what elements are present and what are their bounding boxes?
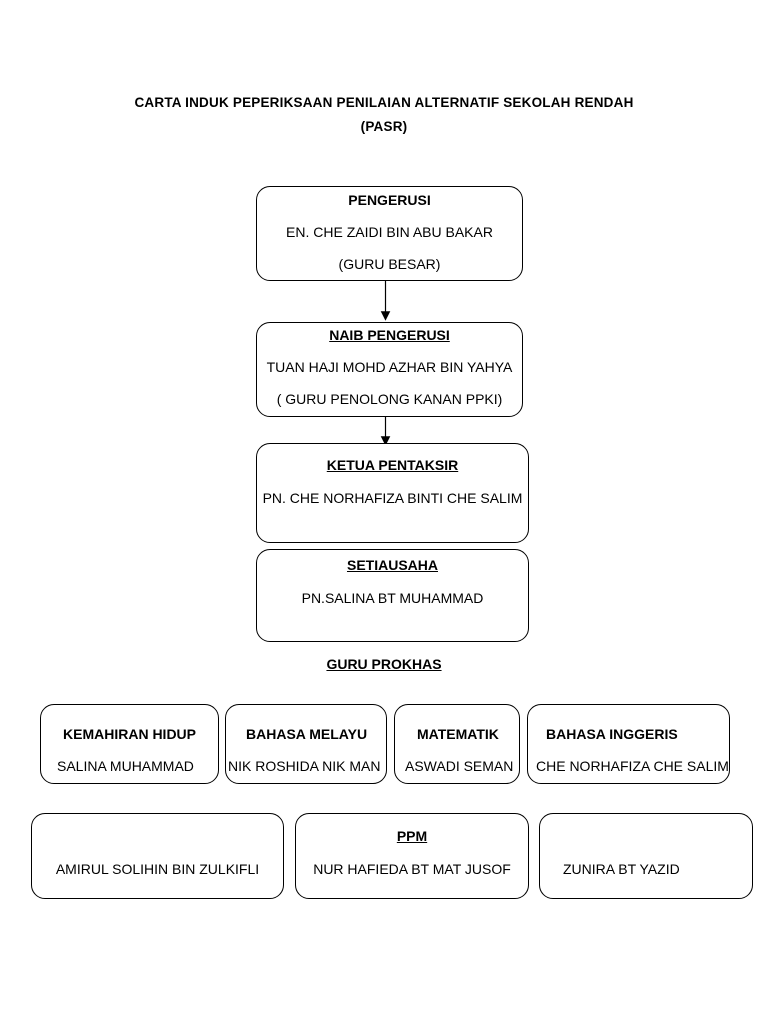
secretary-role: SETIAUSAHA — [346, 557, 438, 573]
chair-name: EN. CHE ZAIDI BIN ABU BAKAR — [286, 224, 493, 240]
chair-role: PENGERUSI — [348, 192, 431, 208]
subject-box-bahasa-melayu: BAHASA MELAYU NIK ROSHIDA NIK MAN — [225, 704, 387, 784]
ppm-member-name: AMIRUL SOLIHIN BIN ZULKIFLI — [55, 861, 260, 877]
subject-box-matematik: MATEMATIK ASWADI SEMAN — [394, 704, 520, 784]
subject-teacher: SALINA MUHAMMAD — [57, 758, 194, 774]
chart-title-line-1: CARTA INDUK PEPERIKSAAN PENILAIAN ALTERN… — [134, 95, 634, 110]
chart-title-line-2: (PASR) — [360, 119, 408, 134]
vice-chair-position: ( GURU PENOLONG KANAN PPKI) — [276, 391, 503, 407]
vice-chair-role: NAIB PENGERUSI — [329, 327, 450, 343]
subject-box-kemahiran-hidup: KEMAHIRAN HIDUP SALINA MUHAMMAD — [40, 704, 219, 784]
ppm-member-box-1: AMIRUL SOLIHIN BIN ZULKIFLI — [31, 813, 284, 899]
subject-teacher: NIK ROSHIDA NIK MAN — [228, 758, 381, 774]
subject-box-bahasa-inggeris: BAHASA INGGERIS CHE NORHAFIZA CHE SALIM — [527, 704, 730, 784]
ppm-member-name: NUR HAFIEDA BT MAT JUSOF — [313, 861, 511, 877]
ppm-member-box-2: PPM NUR HAFIEDA BT MAT JUSOF — [295, 813, 529, 899]
secretary-box: SETIAUSAHA PN.SALINA BT MUHAMMAD — [256, 549, 529, 642]
subject-name: BAHASA INGGERIS — [546, 726, 678, 742]
vice-chair-name: TUAN HAJI MOHD AZHAR BIN YAHYA — [266, 359, 513, 375]
ppm-heading: PPM — [396, 828, 428, 844]
head-assessor-box: KETUA PENTAKSIR PN. CHE NORHAFIZA BINTI … — [256, 443, 529, 543]
subject-name: KEMAHIRAN HIDUP — [63, 726, 196, 742]
vice-chair-box: NAIB PENGERUSI TUAN HAJI MOHD AZHAR BIN … — [256, 322, 523, 417]
chair-box: PENGERUSI EN. CHE ZAIDI BIN ABU BAKAR (G… — [256, 186, 523, 281]
ppm-member-box-3: ZUNIRA BT YAZID — [539, 813, 753, 899]
section-heading-guru-prokhas: GURU PROKHAS — [326, 656, 442, 672]
subject-teacher: ASWADI SEMAN — [405, 758, 514, 774]
subject-teacher: CHE NORHAFIZA CHE SALIM — [536, 758, 729, 774]
secretary-name: PN.SALINA BT MUHAMMAD — [301, 590, 484, 606]
subject-name: BAHASA MELAYU — [246, 726, 368, 742]
ppm-member-name: ZUNIRA BT YAZID — [563, 861, 680, 877]
chair-position: (GURU BESAR) — [338, 256, 441, 272]
head-assessor-name: PN. CHE NORHAFIZA BINTI CHE SALIM — [262, 490, 523, 506]
subject-name: MATEMATIK — [417, 726, 499, 742]
head-assessor-role: KETUA PENTAKSIR — [326, 457, 459, 473]
